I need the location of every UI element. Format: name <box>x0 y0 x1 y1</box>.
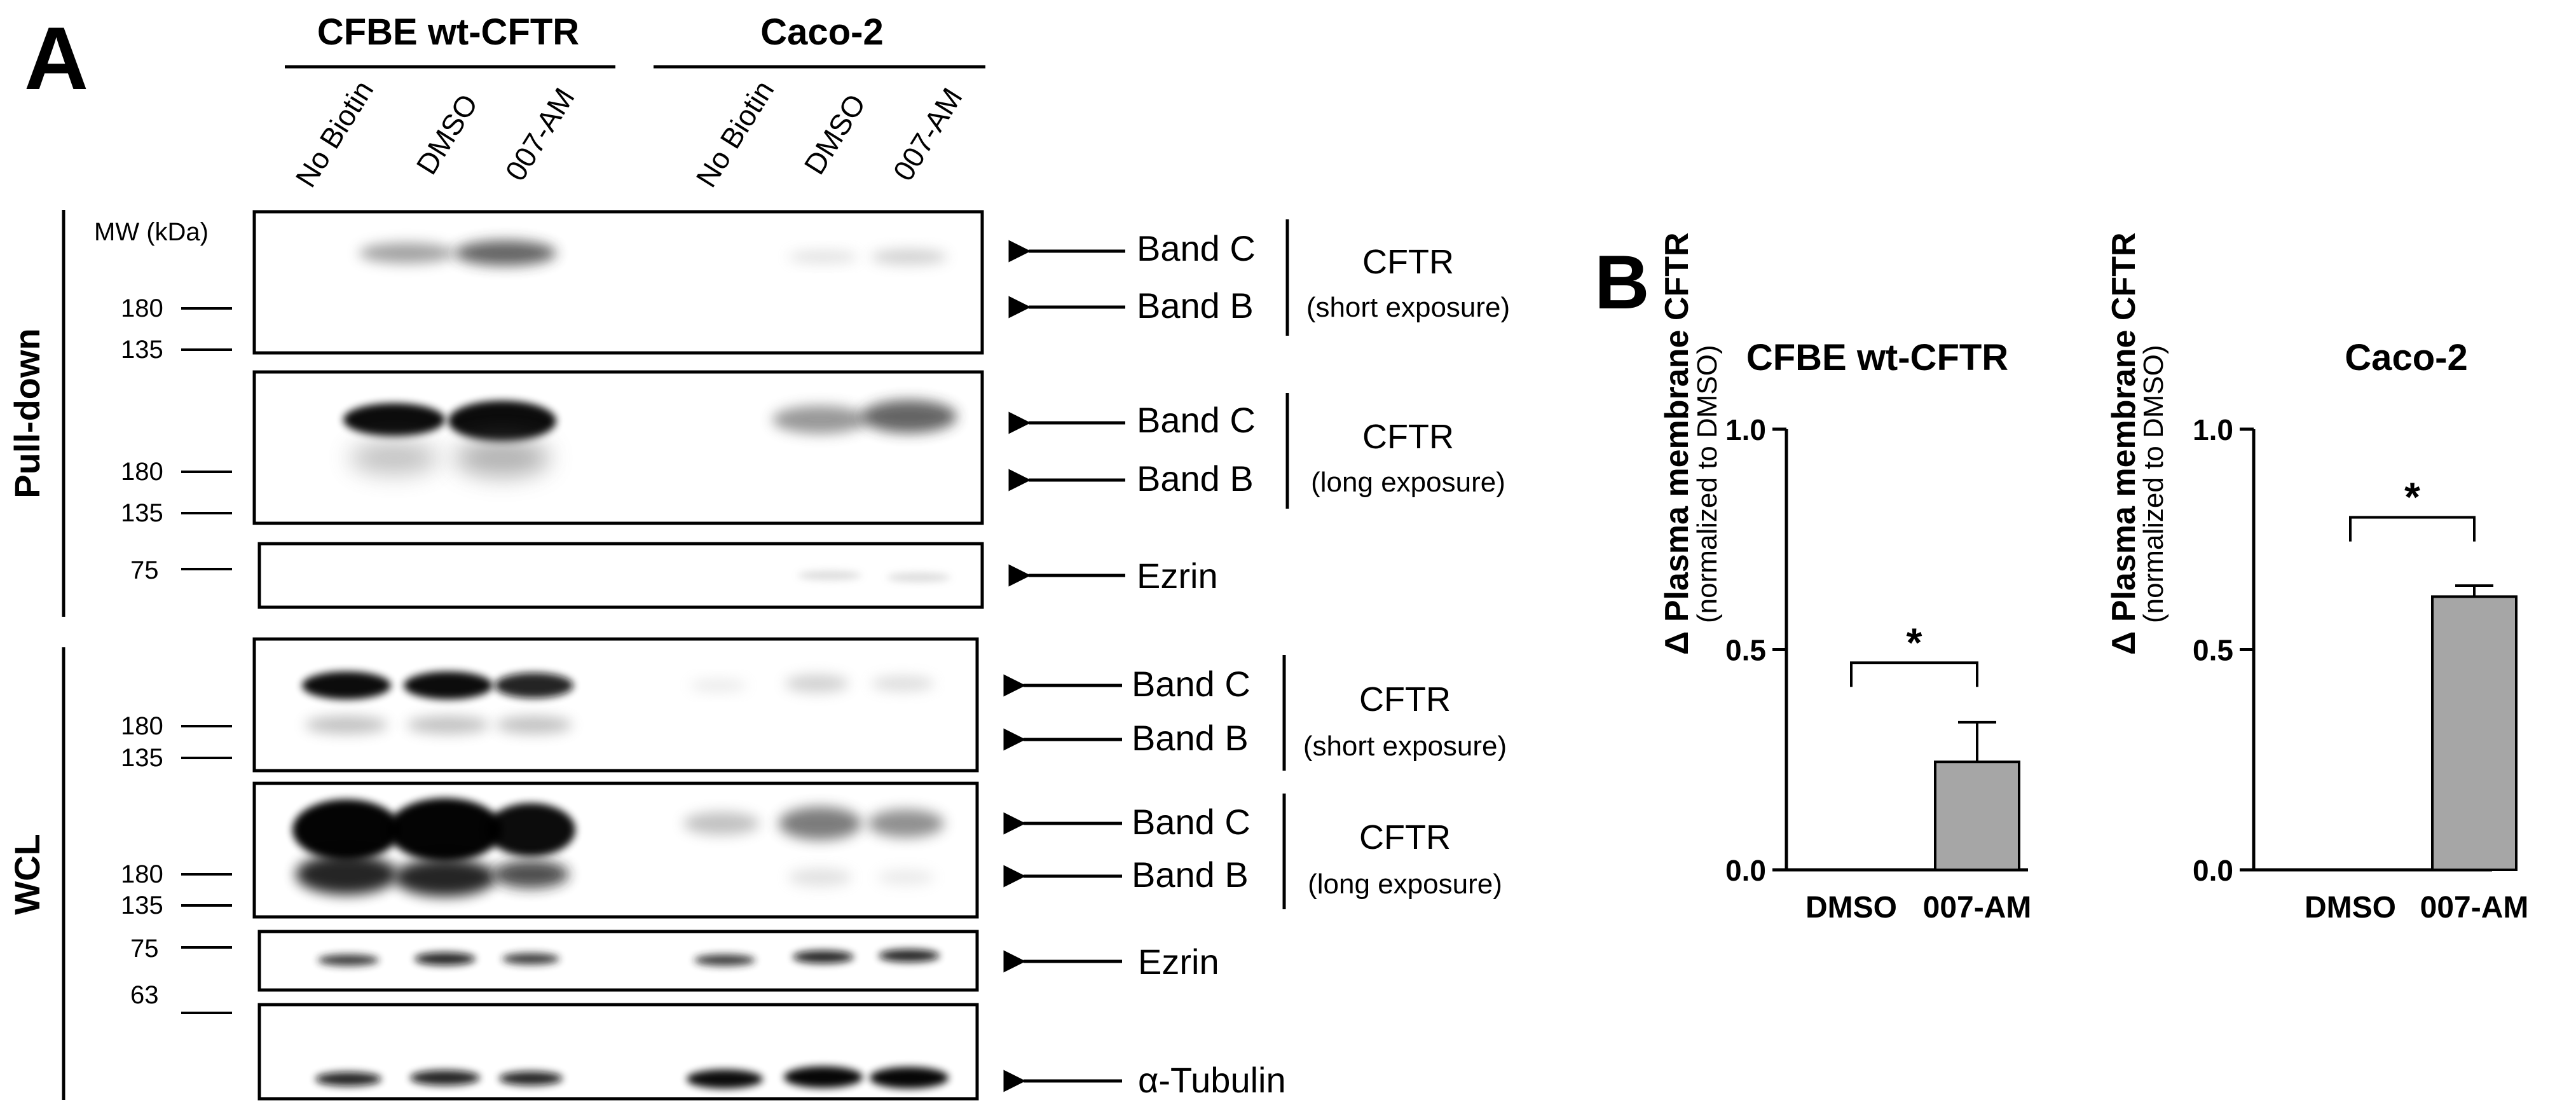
lane-label-cfbe-007am: 007-AM <box>498 82 580 186</box>
arrow-label-band-c-blot2: Band C <box>1137 400 1256 440</box>
blot-wcl-cftr-short <box>252 637 979 773</box>
chart2-title: Caco-2 <box>2345 337 2467 378</box>
mw-header: MW (kDa) <box>94 218 209 246</box>
chart1-y-tick-label: 0.5 <box>1725 634 1766 667</box>
lane-label-cfbe-no-biotin: No Biotin <box>289 74 380 193</box>
mw-63-blot7: 63 <box>130 981 159 1009</box>
chart1-ylabel-main: Δ Plasma membrane CFTR <box>1659 233 1696 655</box>
chart1-ylabel-sub: (normalized to DMSO) <box>1692 345 1723 623</box>
chart2-significance-bracket <box>2349 516 2476 542</box>
section-label-wcl: WCL <box>7 834 47 915</box>
arrow-label-band-b-blot1: Band B <box>1137 285 1254 326</box>
chart1-significance-star: * <box>1907 619 1922 665</box>
chart1-x-tick-label: 007-AM <box>1923 891 2032 925</box>
chart2-x-tick-label: DMSO <box>2305 891 2396 925</box>
arrow-label-ezrin-blot6: Ezrin <box>1138 942 1219 982</box>
group-header-caco2: Caco-2 <box>760 11 883 53</box>
arrow-label-band-b-blot2: Band B <box>1137 458 1254 499</box>
chart1-y-tick-label: 0.0 <box>1725 854 1766 887</box>
panel-a-label: A <box>24 8 88 108</box>
mw-135-blot5: 135 <box>121 891 163 919</box>
chart2-significance-star: * <box>2404 474 2420 520</box>
mw-180-blot2: 180 <box>121 458 163 486</box>
mw-135-blot2: 135 <box>121 499 163 527</box>
chart1-title: CFBE wt-CFTR <box>1746 337 2008 378</box>
exposure-label-blot1: (short exposure) <box>1306 292 1510 323</box>
chart2-y-tick-label: 0.5 <box>2193 634 2233 667</box>
arrow-label-band-b-blot5: Band B <box>1132 855 1249 895</box>
chart1-bar <box>1934 760 2020 871</box>
chart2-ylabel-sub: (normalized to DMSO) <box>2138 345 2169 623</box>
blot-wcl-cftr-long <box>252 781 979 919</box>
arrow-label-ezrin-blot3: Ezrin <box>1137 556 1218 596</box>
lane-label-caco2-no-biotin: No Biotin <box>689 74 780 193</box>
mw-75-blot6: 75 <box>130 935 159 963</box>
chart1-y-tick-label: 1.0 <box>1725 413 1766 446</box>
mw-75-blot3: 75 <box>130 556 159 584</box>
protein-label-blot4: CFTR <box>1359 680 1451 719</box>
protein-label-blot5: CFTR <box>1359 818 1451 856</box>
blot-pulldown-cftr-long <box>252 370 984 525</box>
blot-pulldown-cftr-short <box>252 210 984 355</box>
chart2-y-tick-label: 1.0 <box>2193 413 2233 446</box>
mw-180-blot4: 180 <box>121 712 163 740</box>
chart2-y-tick-label: 0.0 <box>2193 854 2233 887</box>
group-header-cfbe: CFBE wt-CFTR <box>317 11 579 53</box>
chart2-ylabel-main: Δ Plasma membrane CFTR <box>2106 233 2142 655</box>
blot-pulldown-ezrin <box>257 542 984 609</box>
protein-label-blot1: CFTR <box>1362 243 1454 281</box>
exposure-label-blot5: (long exposure) <box>1308 869 1502 900</box>
mw-180-blot1: 180 <box>121 294 163 322</box>
lane-label-caco2-007am: 007-AM <box>886 82 968 186</box>
exposure-label-blot2: (long exposure) <box>1311 467 1505 498</box>
arrow-label-tubulin-blot7: α-Tubulin <box>1138 1060 1286 1100</box>
panel-b-label: B <box>1594 240 1650 325</box>
chart1-significance-bracket <box>1850 661 1978 687</box>
mw-135-blot1: 135 <box>121 336 163 364</box>
chart1-x-tick-label: DMSO <box>1805 891 1897 925</box>
arrow-label-band-b-blot4: Band B <box>1132 718 1249 758</box>
blot-wcl-tubulin <box>257 1003 979 1101</box>
protein-label-blot2: CFTR <box>1362 418 1454 456</box>
section-label-pulldown: Pull-down <box>7 328 47 499</box>
arrow-label-band-c-blot4: Band C <box>1132 664 1250 704</box>
arrow-label-band-c-blot5: Band C <box>1132 802 1250 842</box>
mw-135-blot4: 135 <box>121 744 163 772</box>
lane-label-caco2-dmso: DMSO <box>797 88 872 181</box>
arrow-label-band-c-blot1: Band C <box>1137 228 1256 268</box>
chart2-bar <box>2431 595 2518 872</box>
blot-wcl-ezrin <box>257 930 979 992</box>
lane-label-cfbe-dmso: DMSO <box>409 88 484 181</box>
chart2-x-tick-label: 007-AM <box>2420 891 2529 925</box>
exposure-label-blot4: (short exposure) <box>1303 731 1507 762</box>
mw-180-blot5: 180 <box>121 860 163 888</box>
